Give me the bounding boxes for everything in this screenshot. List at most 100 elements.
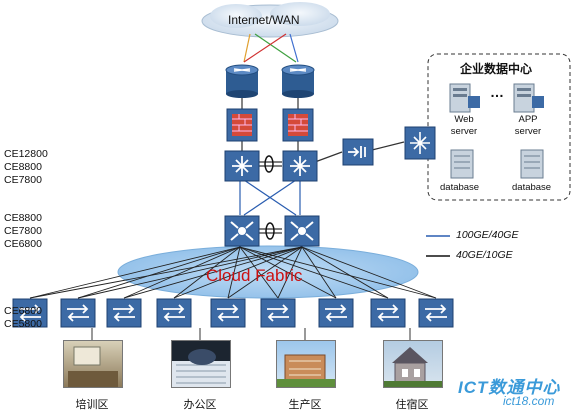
mesh-link bbox=[227, 246, 303, 299]
cloud-label: Internet/WAN bbox=[228, 13, 300, 27]
access-model-1: CE5800 bbox=[4, 318, 42, 330]
core-stack-link bbox=[258, 155, 282, 173]
watermark-logo: ICT数通中心 bbox=[458, 373, 560, 398]
cloud-fabric-ellipse bbox=[117, 245, 419, 299]
access-switch bbox=[210, 298, 246, 333]
mesh-link bbox=[239, 246, 389, 299]
cloud-fabric-label: Cloud Fabric bbox=[206, 266, 303, 285]
database-icon bbox=[520, 149, 544, 179]
access-switch-icon bbox=[260, 298, 296, 328]
watermark-text: ICT数通中心 bbox=[458, 378, 561, 397]
database-right-label: database bbox=[512, 182, 552, 193]
router-icon bbox=[281, 64, 315, 98]
access-switch-icon bbox=[12, 298, 48, 328]
database-icon bbox=[450, 149, 474, 179]
access-switch-icon bbox=[156, 298, 192, 328]
agg-switch-icon bbox=[284, 215, 320, 247]
mesh-link bbox=[29, 246, 241, 299]
database-left-label: database bbox=[440, 182, 480, 193]
mesh-link bbox=[277, 246, 303, 299]
firewall-left bbox=[226, 108, 258, 147]
zone-label-production: 生产区 bbox=[288, 399, 322, 411]
mesh-link bbox=[173, 246, 241, 299]
core-switch-icon bbox=[224, 150, 260, 182]
core-agg-links bbox=[239, 179, 301, 216]
zone-links bbox=[91, 328, 411, 340]
house-image bbox=[384, 347, 442, 387]
mesh-link bbox=[77, 246, 241, 299]
firewall-right bbox=[282, 108, 314, 147]
access-switch bbox=[12, 298, 48, 333]
mesh-link bbox=[301, 246, 437, 299]
agg-switch-icon bbox=[224, 215, 260, 247]
access-switch bbox=[370, 298, 406, 333]
core-switch-icon bbox=[282, 150, 318, 182]
dormitory-zone-photo bbox=[383, 340, 443, 388]
app-server bbox=[512, 82, 546, 119]
agg-switch-right bbox=[284, 215, 320, 252]
access-switch bbox=[156, 298, 192, 333]
access-switch-icon bbox=[318, 298, 354, 328]
access-switch-icon bbox=[418, 298, 454, 328]
load-balancer-icon bbox=[342, 138, 374, 166]
legend-label-blue: 100GE/40GE bbox=[456, 229, 519, 241]
web-server bbox=[448, 82, 482, 119]
mesh-link bbox=[173, 246, 303, 299]
database-left bbox=[448, 148, 476, 185]
database-right bbox=[518, 148, 546, 185]
core-model-0: CE12800 bbox=[4, 148, 48, 160]
internet-wan-cloud bbox=[201, 2, 339, 38]
access-switch-icon bbox=[60, 298, 96, 328]
zone-label-dormitory: 住宿区 bbox=[395, 399, 429, 411]
core-models: CE12800 CE8800 CE7800 bbox=[4, 148, 48, 187]
agg-switch-left bbox=[224, 215, 260, 252]
legend-lines bbox=[426, 235, 450, 257]
load-balancer bbox=[342, 138, 374, 171]
building-image bbox=[277, 354, 335, 387]
core-model-1: CE8800 bbox=[4, 161, 42, 173]
access-switch-icon bbox=[370, 298, 406, 328]
datacenter-title: 企业数据中心 bbox=[460, 62, 533, 76]
access-switch-icon bbox=[106, 298, 142, 328]
fabric-mesh-links bbox=[29, 246, 437, 299]
watermark-url: ict18.com bbox=[503, 394, 555, 408]
server-icon bbox=[513, 83, 544, 113]
app-server-label: APP server bbox=[514, 114, 542, 137]
mesh-link bbox=[123, 246, 241, 299]
keyboard-image bbox=[172, 349, 230, 387]
classroom-image bbox=[68, 346, 118, 387]
access-switch bbox=[418, 298, 454, 333]
production-zone-photo bbox=[276, 340, 336, 388]
mesh-link bbox=[227, 246, 241, 299]
mesh-link bbox=[239, 246, 437, 299]
zone-label-training: 培训区 bbox=[75, 399, 109, 411]
agg-stack-link bbox=[258, 222, 282, 240]
mesh-link bbox=[301, 246, 389, 299]
web-server-label: Web server bbox=[450, 114, 478, 137]
zone-label-office: 办公区 bbox=[183, 399, 217, 411]
mesh-link bbox=[239, 246, 337, 299]
training-zone-photo bbox=[63, 340, 123, 388]
ellipsis: … bbox=[490, 84, 504, 100]
router-right bbox=[280, 60, 316, 103]
access-switch bbox=[60, 298, 96, 333]
agg-model-0: CE8800 bbox=[4, 212, 42, 224]
access-switch bbox=[106, 298, 142, 333]
aggregation-models: CE8800 CE7800 CE6800 bbox=[4, 212, 42, 251]
server-icon bbox=[449, 83, 480, 113]
legend-label-black: 40GE/10GE bbox=[456, 249, 513, 261]
access-model-0: CE6800 bbox=[4, 305, 42, 317]
firewall-icon bbox=[282, 108, 314, 142]
core-switch-left bbox=[224, 150, 260, 187]
access-switch bbox=[318, 298, 354, 333]
dc-switch-icon bbox=[404, 126, 436, 160]
mesh-link bbox=[239, 246, 279, 299]
router-icon bbox=[225, 64, 259, 98]
core-switch-right bbox=[282, 150, 318, 187]
firewall-icon bbox=[226, 108, 258, 142]
access-switch-icon bbox=[210, 298, 246, 328]
wan-uplinks bbox=[243, 33, 299, 63]
dc-uplinks bbox=[314, 141, 405, 163]
